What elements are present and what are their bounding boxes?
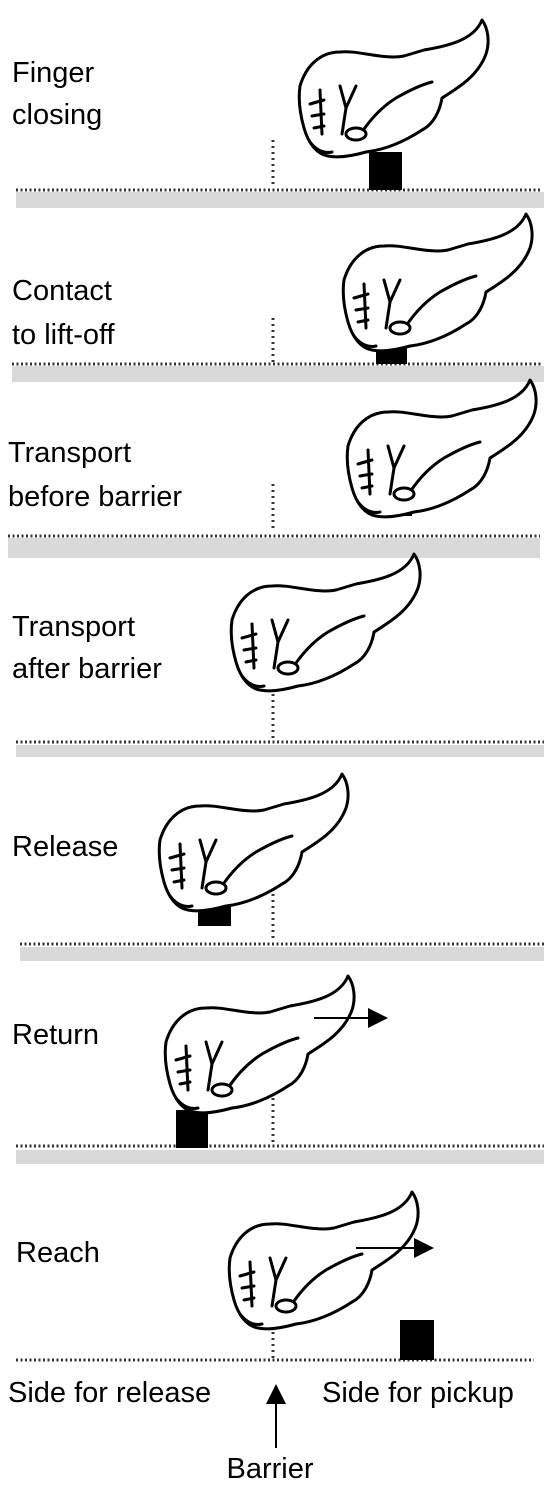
hand-icon: [159, 774, 348, 911]
panel-release: Release: [12, 774, 544, 961]
panel-transport-before-barrier: Transport before barrier: [8, 380, 540, 558]
panel-label-line: Finger: [12, 57, 95, 89]
table-surface: [16, 1150, 544, 1164]
panel-label-line: Reach: [16, 1237, 100, 1269]
panel-label-line: Transport: [12, 611, 135, 643]
panel-label-line: to lift-off: [12, 319, 116, 351]
panel-reach: Reach: [16, 1192, 534, 1360]
table-surface: [8, 538, 540, 558]
bottom-labels: Side for release Side for pickup Barrier: [8, 1377, 514, 1485]
table-surface: [20, 947, 544, 961]
table-surface: [16, 192, 544, 208]
barrier-label: Barrier: [226, 1453, 313, 1485]
object-block: [176, 1110, 208, 1148]
table-surface: [16, 745, 544, 757]
panel-label-line: closing: [12, 99, 102, 131]
panel-label-line: Transport: [8, 437, 131, 469]
hand-icon: [165, 976, 354, 1113]
panel-finger-closing: Finger closing: [12, 20, 544, 208]
table-surface: [12, 366, 544, 382]
release-side-label: Side for release: [8, 1377, 211, 1409]
panel-label-line: Contact: [12, 275, 112, 307]
panel-return: Return: [12, 976, 544, 1164]
panel-label-line: before barrier: [8, 481, 182, 513]
panel-contact-to-lift-off: Contact to lift-off: [12, 214, 544, 382]
panel-transport-after-barrier: Transport after barrier: [12, 554, 544, 757]
hand-icon: [299, 20, 488, 157]
hand-icon: [229, 1192, 418, 1329]
panel-label-line: after barrier: [12, 653, 162, 685]
hand-icon: [347, 380, 536, 517]
hand-icon: [343, 214, 532, 351]
panel-label-line: Release: [12, 831, 118, 863]
pickup-side-label: Side for pickup: [322, 1377, 514, 1409]
object-block: [369, 152, 402, 190]
hand-icon: [231, 554, 420, 691]
object-block: [400, 1320, 434, 1360]
panel-label-line: Return: [12, 1019, 99, 1051]
